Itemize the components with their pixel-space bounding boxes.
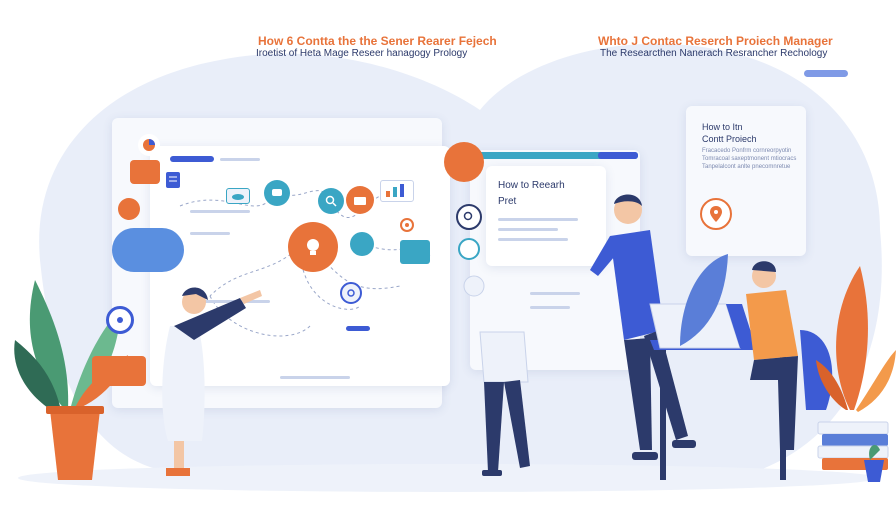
research-card-heading-2: Pret bbox=[498, 196, 517, 207]
side-panel-text-2: Tomracoal saxeptmonent mtiocracs bbox=[702, 156, 797, 162]
center-orange-node bbox=[444, 142, 484, 182]
side-panel-pin-node bbox=[700, 198, 732, 230]
chat-bubble-card bbox=[400, 240, 430, 264]
center-teal-node bbox=[458, 238, 480, 260]
side-panel-text-1: Fracacedo Ponfrm cornreorpyotin bbox=[702, 148, 792, 154]
mindmap-text-line-4 bbox=[280, 376, 350, 379]
gear-icon bbox=[347, 289, 355, 297]
folder-icon bbox=[354, 197, 366, 205]
research-card: How to Reearh Pret bbox=[486, 166, 606, 266]
woman-pointing-figure bbox=[162, 287, 262, 476]
research-card-line-1 bbox=[498, 218, 578, 221]
orange-hub-node bbox=[288, 222, 338, 272]
center-panel-header-bar bbox=[478, 152, 638, 159]
center-panel-header-accent bbox=[598, 152, 638, 159]
teal-node-2 bbox=[318, 188, 344, 214]
cloud-icon bbox=[232, 194, 244, 200]
floating-orange-circle bbox=[118, 198, 140, 220]
side-panel-text-3: Tanpelalcont anlte pnecomnretue bbox=[702, 164, 791, 170]
floating-orange-card bbox=[130, 160, 160, 184]
header-left-title: How 6 Contta the the Sener Rearer Fejech bbox=[258, 34, 497, 48]
chat-icon bbox=[272, 189, 282, 196]
header-right-progress-bar bbox=[804, 70, 848, 77]
floating-document bbox=[166, 172, 180, 188]
center-panel-line-1 bbox=[530, 292, 580, 295]
research-card-line-3 bbox=[498, 238, 568, 241]
panel-toolbar-bar bbox=[170, 156, 214, 162]
location-pin bbox=[400, 218, 414, 232]
side-panel-heading-2: Contt Proiech bbox=[702, 134, 757, 144]
gear-icon bbox=[117, 317, 123, 323]
research-card-line-2 bbox=[498, 228, 558, 231]
center-small-figure bbox=[463, 275, 530, 476]
research-card-heading-1: How to Reearh bbox=[498, 180, 565, 191]
header-right-subtitle: The Researcthen Nanerach Resrancher Rech… bbox=[600, 48, 828, 59]
location-pin-icon bbox=[710, 206, 722, 222]
center-panel-line-2 bbox=[530, 306, 570, 309]
location-pin-icon bbox=[405, 223, 409, 227]
floating-chart-bubble bbox=[138, 134, 160, 156]
mindmap-text-line-1 bbox=[190, 210, 250, 213]
teal-node-1 bbox=[264, 180, 290, 206]
chart-icon bbox=[143, 139, 155, 151]
document-icon bbox=[169, 176, 177, 182]
cloud-card bbox=[226, 188, 250, 204]
header-right-title: Whto J Contac Reserch Proiech Manager bbox=[598, 34, 833, 48]
gear-node bbox=[340, 282, 362, 304]
right-side-panel: How to Itn Contt Proiech Fracacedo Ponfr… bbox=[686, 106, 806, 256]
center-search-node bbox=[456, 204, 482, 230]
left-orange-box bbox=[92, 356, 146, 386]
search-icon bbox=[463, 211, 473, 221]
left-gear-node bbox=[106, 306, 134, 334]
teal-node-3 bbox=[350, 232, 374, 256]
side-panel-heading-1: How to Itn bbox=[702, 122, 743, 132]
cloud-shape bbox=[112, 228, 184, 272]
chart-icon bbox=[386, 184, 404, 197]
mindmap-accent-bar bbox=[346, 326, 370, 331]
panel-toolbar-line bbox=[220, 158, 260, 161]
orange-node-small bbox=[346, 186, 374, 214]
lightbulb-icon bbox=[307, 239, 319, 255]
search-icon bbox=[325, 195, 337, 207]
chart-card bbox=[380, 180, 414, 202]
right-plant-books bbox=[816, 266, 896, 482]
right-blue-leaf bbox=[680, 254, 728, 346]
mindmap-text-line-2 bbox=[190, 232, 230, 235]
header-left-subtitle: Iroetist of Heta Mage Reseer hanagogy Pr… bbox=[256, 48, 468, 59]
